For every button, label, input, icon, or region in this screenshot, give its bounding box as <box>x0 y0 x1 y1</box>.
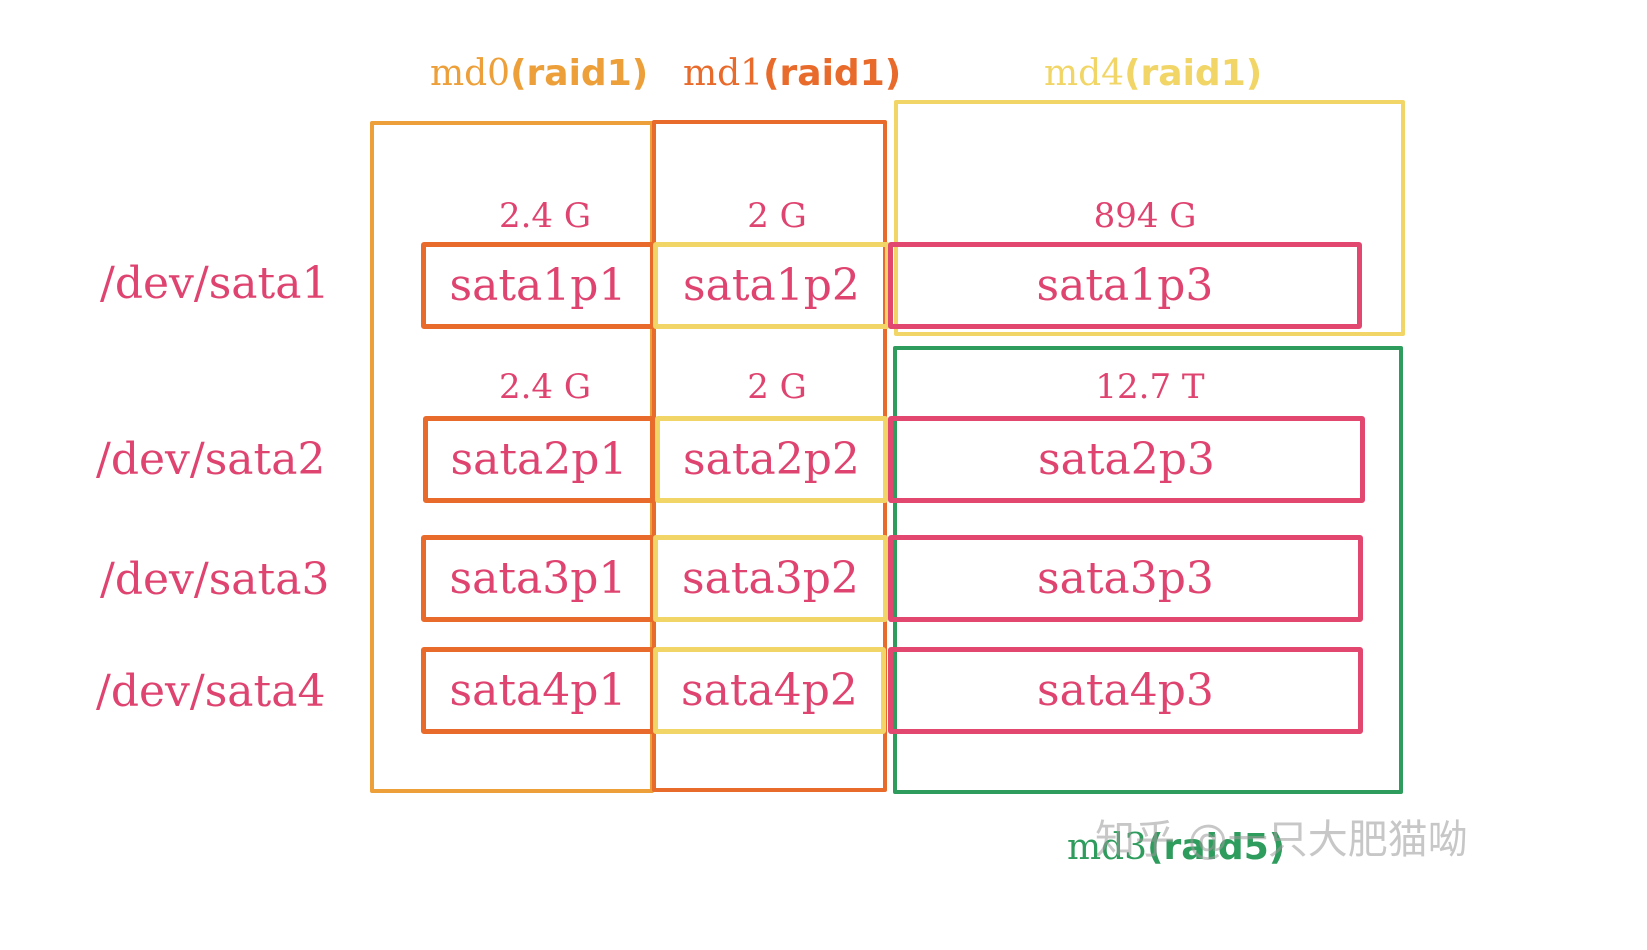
device-label-sata3: /dev/sata3 <box>100 554 330 605</box>
md3-name: md3 <box>1067 827 1148 868</box>
md1-name: md1 <box>683 53 764 94</box>
size-label: 12.7 T <box>1095 367 1205 407</box>
md4-level: (raid1) <box>1124 53 1263 94</box>
partition-box: sata3p3 <box>888 535 1363 622</box>
partition-box: sata3p2 <box>653 535 888 622</box>
md4-name: md4 <box>1044 53 1125 94</box>
partition-box: sata4p1 <box>421 647 655 734</box>
partition-label: sata4p1 <box>449 664 627 716</box>
partition-box: sata1p3 <box>888 242 1362 329</box>
partition-label: sata1p1 <box>449 259 627 311</box>
md1-title: md1(raid1) <box>683 56 901 92</box>
watermark-text: 知乎 @一只大肥猫呦 <box>1095 817 1468 863</box>
partition-label: sata3p3 <box>1037 552 1214 604</box>
partition-label: sata4p2 <box>681 664 858 716</box>
partition-box: sata3p1 <box>421 535 655 622</box>
device-label-sata1: /dev/sata1 <box>100 258 330 309</box>
device-label-sata4: /dev/sata4 <box>96 666 326 717</box>
md4-title: md4(raid1) <box>1044 56 1262 92</box>
partition-label: sata2p2 <box>683 433 860 485</box>
partition-box: sata4p3 <box>888 647 1363 734</box>
md0-title: md0(raid1) <box>430 56 648 92</box>
partition-label: sata1p3 <box>1036 259 1214 311</box>
size-label: 2 G <box>747 367 807 407</box>
md0-level: (raid1) <box>510 53 649 94</box>
device-label-sata2: /dev/sata2 <box>96 434 326 485</box>
md0-name: md0 <box>430 53 511 94</box>
partition-label: sata3p2 <box>682 552 859 604</box>
partition-box: sata2p1 <box>423 416 655 503</box>
partition-label: sata2p1 <box>450 433 628 485</box>
md1-level: (raid1) <box>763 53 902 94</box>
partition-box: sata4p2 <box>653 647 886 734</box>
partition-box: sata1p1 <box>421 242 655 329</box>
partition-box: sata1p2 <box>653 242 890 329</box>
partition-label: sata1p2 <box>683 259 860 311</box>
partition-box: sata2p3 <box>888 416 1365 503</box>
partition-box: sata2p2 <box>655 416 888 503</box>
md3-title: md3(raid5) <box>1067 830 1285 866</box>
size-label: 2.4 G <box>498 367 592 407</box>
partition-label: sata4p3 <box>1037 664 1214 716</box>
size-label: 2.4 G <box>498 196 592 236</box>
md3-frame <box>893 346 1403 794</box>
md4-frame <box>894 100 1405 336</box>
partition-label: sata3p1 <box>449 552 627 604</box>
size-label: 2 G <box>747 196 807 236</box>
partition-label: sata2p3 <box>1038 433 1215 485</box>
md3-level: (raid5) <box>1147 827 1286 868</box>
size-label: 894 G <box>1093 196 1197 236</box>
